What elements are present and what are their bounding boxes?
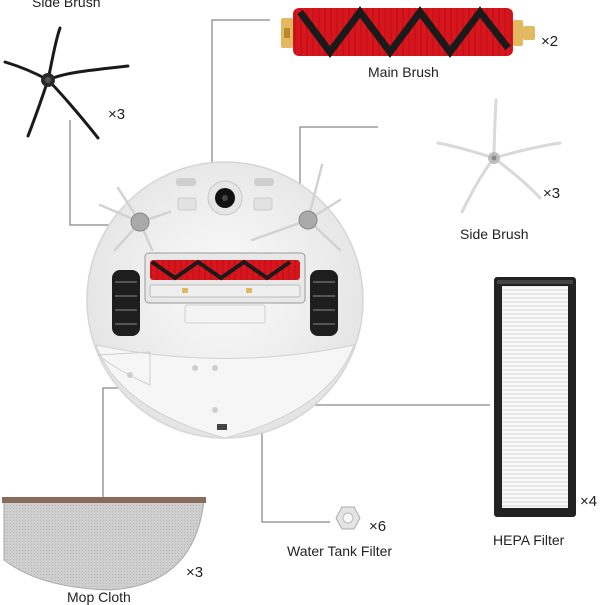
- side-brush-white-image: [436, 98, 562, 214]
- side-brush-white-qty: ×3: [543, 185, 561, 202]
- side-brush-black-image: [3, 26, 130, 140]
- main-brush-qty: ×2: [541, 33, 559, 50]
- hepa-filter-qty: ×4: [580, 493, 598, 510]
- mop-cloth-image: [2, 497, 206, 591]
- mop-cloth-qty: ×3: [186, 564, 204, 581]
- water-tank-filter-image: [335, 506, 361, 530]
- main-brush-image: [281, 6, 535, 58]
- side-brush-black-label: Side Brush: [32, 0, 101, 10]
- side-brush-white-label: Side Brush: [460, 226, 529, 242]
- hepa-filter-image: [494, 277, 576, 517]
- water-tank-filter-qty: ×6: [369, 518, 387, 535]
- side-brush-black-qty: ×3: [108, 106, 126, 123]
- main-brush-label: Main Brush: [368, 64, 439, 80]
- mop-cloth-label: Mop Cloth: [67, 589, 131, 605]
- hepa-filter-label: HEPA Filter: [493, 532, 565, 548]
- water-tank-filter-label: Water Tank Filter: [287, 543, 393, 559]
- robot-vacuum-image: [86, 161, 364, 439]
